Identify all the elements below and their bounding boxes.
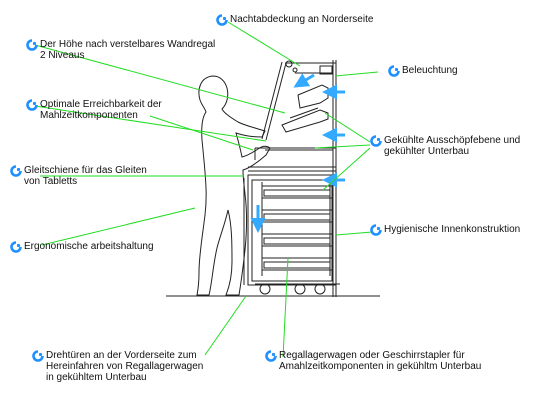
label-regallagerwagen: Regallagerwagen oder Geschirrstapler für… [279, 350, 482, 372]
label-gleitschiene: Gleitschiene für das Gleiten von Tablett… [24, 165, 147, 187]
info-swirl-icon-dot [32, 41, 37, 46]
info-swirl-icon [370, 224, 382, 236]
info-swirl-icon [26, 39, 38, 51]
info-swirl-icon [10, 165, 22, 177]
info-icons [10, 14, 400, 362]
info-swirl-icon [32, 350, 44, 362]
label-nachtabdeckung: Nachtabdeckung an Norderseite [230, 14, 374, 25]
info-swirl-icon-dot [222, 16, 227, 21]
info-swirl-icon-dot [16, 243, 21, 248]
label-drehtueren: Drehtüren an der Vorderseite zum Hereinf… [46, 350, 204, 383]
airflow-arrows [250, 73, 345, 233]
info-swirl-icon-dot [376, 226, 381, 231]
info-swirl-icon-dot [376, 137, 381, 142]
counter-cabinet [243, 60, 340, 297]
info-swirl-icon [10, 241, 22, 253]
info-swirl-icon-dot [394, 67, 399, 72]
info-swirl-icon-dot [271, 352, 276, 357]
label-hygienische: Hygienische Innenkonstruktion [384, 224, 521, 235]
label-ergonomische: Ergonomische arbeitshaltung [24, 241, 154, 252]
label-gekuehlte: Gekühlte Ausschöpfebene und gekühlter Un… [384, 135, 521, 157]
info-swirl-icon-dot [38, 352, 43, 357]
info-swirl-icon [26, 99, 38, 111]
info-swirl-icon [370, 135, 382, 147]
label-erreichbarkeit: Optimale Erreichbarkeit der Mahlzeitkomp… [40, 99, 162, 121]
info-swirl-icon [216, 14, 228, 26]
leader-lines [34, 21, 379, 358]
info-swirl-icon [388, 65, 400, 77]
info-swirl-icon-dot [16, 167, 21, 172]
label-beleuchtung: Beleuchtung [402, 65, 458, 76]
label-wandregal: Der Höhe nach verstelbares Wandregal 2 N… [40, 39, 216, 61]
info-swirl-icon-dot [32, 101, 37, 106]
person-silhouette [196, 75, 271, 296]
info-swirl-icon [265, 350, 277, 362]
